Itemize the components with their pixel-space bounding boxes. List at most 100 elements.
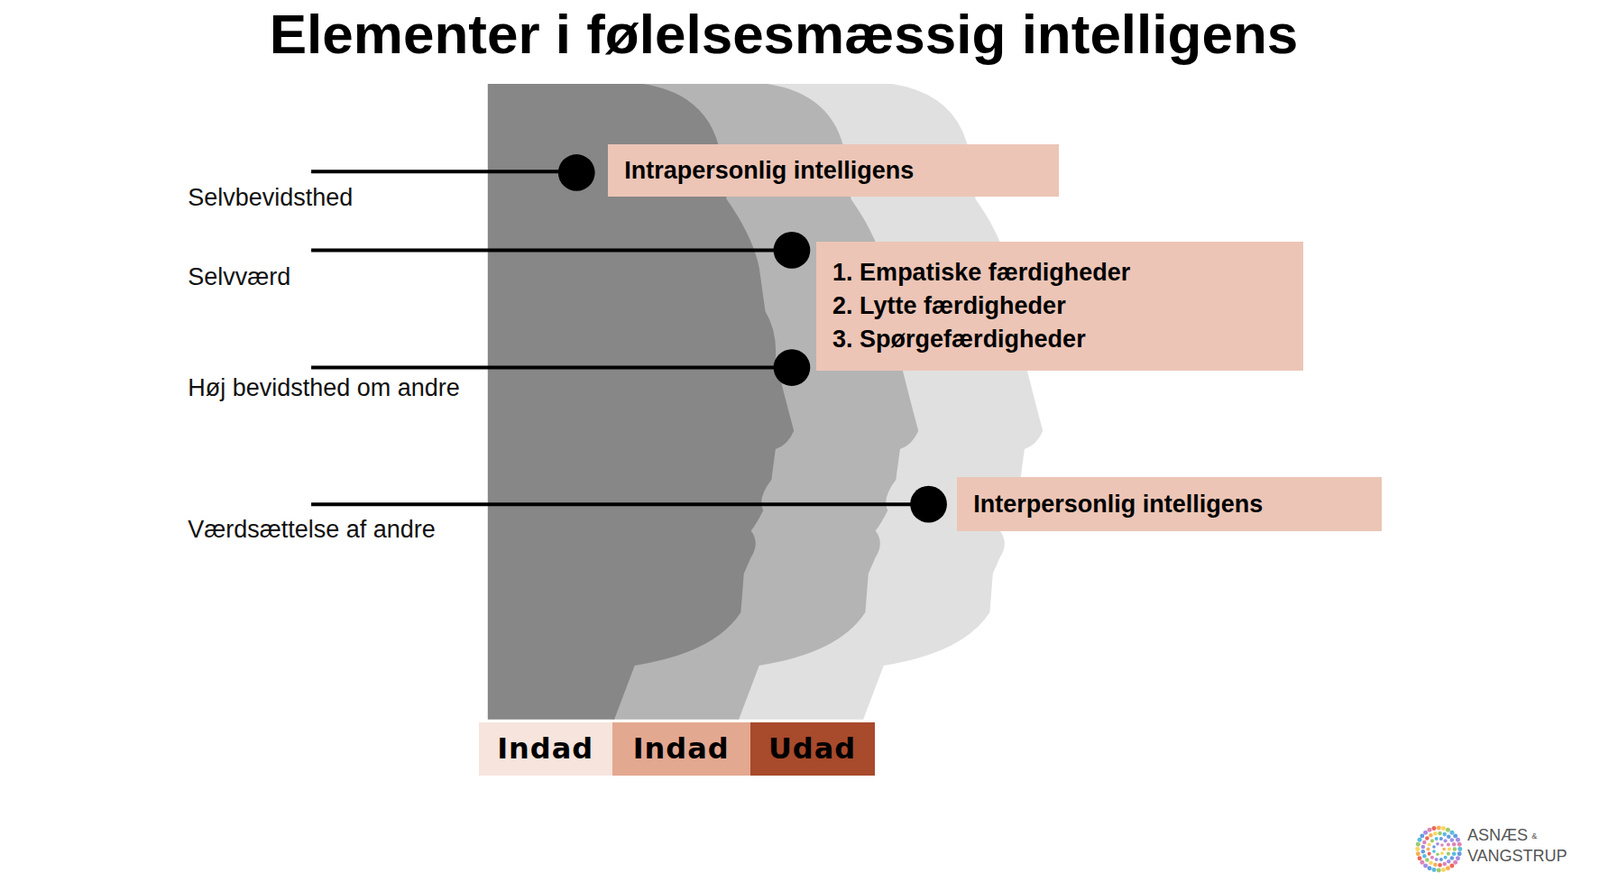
direction-band: Indad	[478, 722, 613, 776]
logo-dot	[1446, 834, 1452, 839]
band-label: Udad	[757, 731, 868, 766]
element-label: Selvværd	[187, 263, 291, 292]
leader-line	[311, 502, 924, 506]
element-label: Høj bevidsthed om andre	[187, 374, 460, 403]
logo-dot	[1436, 868, 1442, 874]
logo-dot	[1443, 838, 1448, 843]
list-item: 3. Spørgefærdigheder	[832, 322, 1288, 357]
logo-dot	[1450, 837, 1455, 843]
logo-dot	[1417, 855, 1423, 861]
logo-dot	[1439, 836, 1444, 841]
logo-text: ASNÆS	[1467, 826, 1528, 846]
logo-dot	[1433, 862, 1438, 867]
band-label: Indad	[486, 731, 606, 766]
logo-dot	[1423, 863, 1428, 868]
logo-dot	[1455, 837, 1461, 843]
logo-dot	[1415, 846, 1420, 852]
leader-line	[311, 366, 786, 370]
element-label: Værdsættelse af andre	[187, 515, 436, 544]
element-label: Selvbevidsthed	[187, 183, 353, 212]
logo-text: &	[1531, 831, 1537, 841]
logo-dot	[1450, 855, 1455, 861]
logo-dot	[1432, 867, 1437, 873]
logo-dot	[1436, 826, 1442, 831]
logo-dot	[1446, 842, 1451, 846]
logo-dot	[1432, 845, 1436, 849]
logo-dot	[1421, 849, 1426, 855]
logo-dot	[1416, 842, 1421, 847]
leader-dot	[773, 349, 811, 387]
title: Elementer i følelsesmæssig intelligens	[0, 1, 1568, 66]
logo-dot	[1437, 863, 1443, 868]
logo-dot	[1457, 842, 1463, 847]
logo-dot	[1449, 863, 1454, 868]
direction-band: Indad	[612, 722, 751, 776]
logo-dot	[1419, 833, 1425, 838]
logo-dot	[1430, 838, 1435, 843]
leader-dot	[773, 231, 811, 269]
logo-dot	[1442, 847, 1446, 852]
leader-dot	[558, 154, 596, 192]
logo-dot	[1435, 852, 1440, 856]
logo-dot	[1433, 831, 1438, 837]
logo-dot	[1449, 830, 1454, 836]
band-label: Indad	[619, 731, 744, 766]
logo-dot	[1442, 832, 1447, 837]
list-item: 1. Empatiske færdigheder	[832, 256, 1288, 290]
logo-dot	[1428, 833, 1434, 838]
logo-dot	[1437, 831, 1443, 837]
logo-dot	[1434, 836, 1439, 841]
logo-dot	[1434, 857, 1439, 862]
logo-dot	[1443, 855, 1448, 860]
logo-dot	[1428, 861, 1434, 866]
logo-dot	[1439, 857, 1444, 862]
logo-dot	[1427, 865, 1433, 871]
logo-dot	[1455, 855, 1461, 861]
logo-dot	[1427, 842, 1432, 846]
logo-dot	[1416, 851, 1421, 856]
logo-dot	[1452, 860, 1458, 865]
logo-dot	[1432, 849, 1436, 854]
logo-dot	[1422, 840, 1427, 846]
logo-dot	[1457, 846, 1463, 852]
logo-dot	[1440, 851, 1444, 856]
logo-dot	[1441, 826, 1446, 831]
logo-dot	[1423, 830, 1428, 836]
logo-dot	[1417, 837, 1423, 843]
logo-dot	[1446, 859, 1452, 865]
logo-dot	[1427, 827, 1433, 833]
logo-dot	[1419, 860, 1425, 865]
skills-list-box: 1. Empatiske færdigheder2. Lytte færdigh…	[816, 241, 1304, 371]
logo-dot	[1425, 847, 1430, 852]
logo-dot	[1421, 845, 1426, 850]
logo-text: VANGSTRUP	[1467, 846, 1568, 866]
logo-dot	[1452, 846, 1458, 852]
leader-line	[311, 169, 572, 174]
logo-dot	[1440, 843, 1444, 847]
logo-mark	[1415, 826, 1463, 874]
logo-dot	[1445, 865, 1451, 871]
logo-dot	[1441, 867, 1446, 873]
logo-dot	[1446, 852, 1451, 856]
logo-dot	[1432, 826, 1437, 831]
box-title: Intrapersonlig intelligens	[624, 156, 1043, 185]
logo-dot	[1422, 854, 1427, 859]
leader-line	[311, 248, 786, 252]
logo-dot	[1425, 836, 1430, 841]
logo-dot	[1427, 852, 1432, 856]
logo-dot	[1425, 857, 1430, 863]
list-item: 2. Lytte færdigheder	[832, 289, 1288, 323]
box-title: Interpersonlig intelligens	[973, 489, 1366, 519]
logo-dot	[1452, 833, 1458, 838]
logo-dot	[1452, 842, 1457, 847]
logo-dot	[1447, 847, 1452, 852]
logo-dot	[1457, 851, 1463, 856]
category-box: Interpersonlig intelligens	[956, 477, 1382, 532]
direction-band: Udad	[750, 722, 875, 776]
leader-dot	[910, 486, 948, 524]
logo-dot	[1435, 842, 1440, 846]
logo-dot	[1452, 851, 1457, 856]
logo-dot	[1430, 855, 1435, 860]
logo-dot	[1442, 862, 1447, 867]
logo-dot	[1445, 827, 1451, 833]
